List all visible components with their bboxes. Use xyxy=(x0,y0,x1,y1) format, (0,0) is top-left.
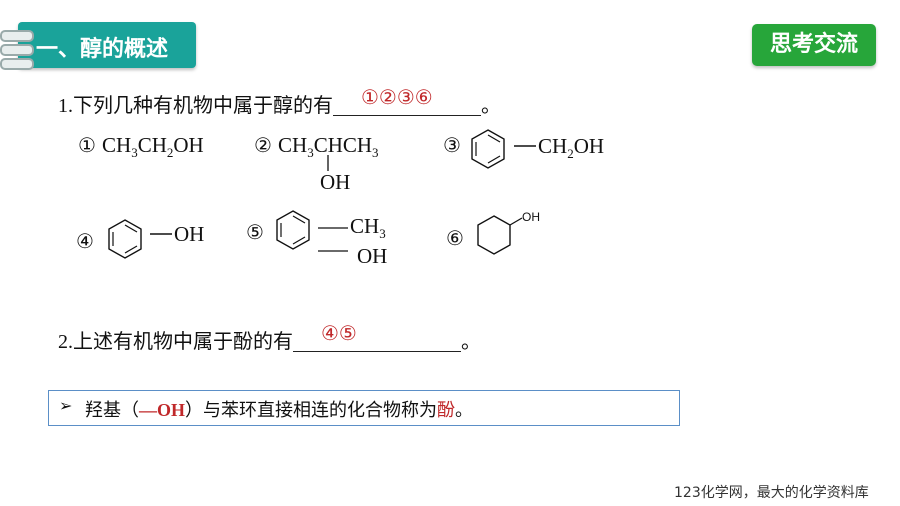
compound-1-formula: CH3CH2OH xyxy=(102,133,204,161)
compound-4-bond xyxy=(150,233,172,235)
question-2: 2.上述有机物中属于酚的有 ④⑤ 。 xyxy=(58,321,481,354)
question-text: 下列几种有机物中属于醇的有 xyxy=(73,93,333,117)
key-term: 酚 xyxy=(437,400,456,421)
arrow-bullet-icon: ➢ xyxy=(59,396,73,415)
compound-2-number: ② xyxy=(254,133,272,157)
formula-part: OH xyxy=(173,133,204,157)
section-title-tab: 一、醇的概述 xyxy=(18,22,196,68)
compound-4-number: ④ xyxy=(76,229,94,253)
definition-part: 羟基（ xyxy=(85,400,139,421)
question-number: 2. xyxy=(58,331,73,353)
think-exchange-badge: 思考交流 xyxy=(752,24,876,66)
compound-5-bonds xyxy=(318,227,348,252)
compound-6-number: ⑥ xyxy=(446,226,464,250)
formula-subscript: 3 xyxy=(131,145,138,161)
period: 。 xyxy=(461,329,481,353)
section-title: 一、醇的概述 xyxy=(36,37,169,62)
compound-5-benzene-ring xyxy=(276,210,310,250)
formula-subscript: 2 xyxy=(166,145,174,161)
definition-box: ➢ 羟基（—OH）与苯环直接相连的化合物称为酚。 xyxy=(48,390,680,426)
formula-part: CH xyxy=(102,133,132,157)
answer-blank: ④⑤ xyxy=(293,321,461,352)
definition-text: 羟基（—OH）与苯环直接相连的化合物称为酚。 xyxy=(85,396,473,422)
definition-part: 。 xyxy=(455,400,474,421)
formula-subscript: 3 xyxy=(307,145,314,161)
formula-part: CH xyxy=(350,214,380,238)
formula-subscript: 3 xyxy=(372,145,379,161)
compound-2-formula: CH3CHCH3 xyxy=(278,133,379,161)
formula-part: CH xyxy=(137,133,167,157)
formula-part: OH xyxy=(573,134,605,158)
compound-3-number: ③ xyxy=(443,133,461,157)
formula-subscript: 3 xyxy=(379,226,386,242)
formula-subscript: 2 xyxy=(567,146,574,162)
definition-part: ）与苯环直接相连的化合物称为 xyxy=(185,400,438,421)
binder-ring-icon xyxy=(0,58,34,70)
formula-part: CHCH xyxy=(313,133,373,157)
compound-5-number: ⑤ xyxy=(246,220,264,244)
compound-5-oh: OH xyxy=(357,244,388,268)
compound-6-oh: OH xyxy=(522,210,540,224)
binder-ring-icon xyxy=(0,44,34,56)
compound-5-ch3: CH3 xyxy=(350,214,386,242)
period: 。 xyxy=(481,93,501,117)
question-1: 1.下列几种有机物中属于醇的有 ①②③⑥ 。 xyxy=(58,85,501,118)
compound-4-benzene-ring xyxy=(108,219,142,259)
compound-4-formula: OH xyxy=(174,222,205,246)
compound-2-bond xyxy=(327,155,329,171)
compound-3-formula: CH2OH xyxy=(538,134,604,162)
hydroxyl-group: —OH xyxy=(139,400,186,420)
compound-2-oh: OH xyxy=(320,170,351,194)
question-number: 1. xyxy=(58,95,73,117)
compound-6-cyclohexane-ring xyxy=(477,215,523,255)
answer-text: ①②③⑥ xyxy=(361,85,433,109)
compound-1-number: ① xyxy=(78,133,96,157)
formula-part: CH xyxy=(278,133,308,157)
question-text: 上述有机物中属于酚的有 xyxy=(73,329,293,353)
answer-text: ④⑤ xyxy=(321,321,357,345)
compound-3-bond xyxy=(514,145,536,147)
footer-watermark: 123化学网，最大的化学资料库 xyxy=(674,485,869,501)
binder-ring-icon xyxy=(0,30,34,42)
answer-blank: ①②③⑥ xyxy=(333,85,481,116)
compound-3-benzene-ring xyxy=(471,129,505,169)
formula-part: CH xyxy=(538,134,568,158)
